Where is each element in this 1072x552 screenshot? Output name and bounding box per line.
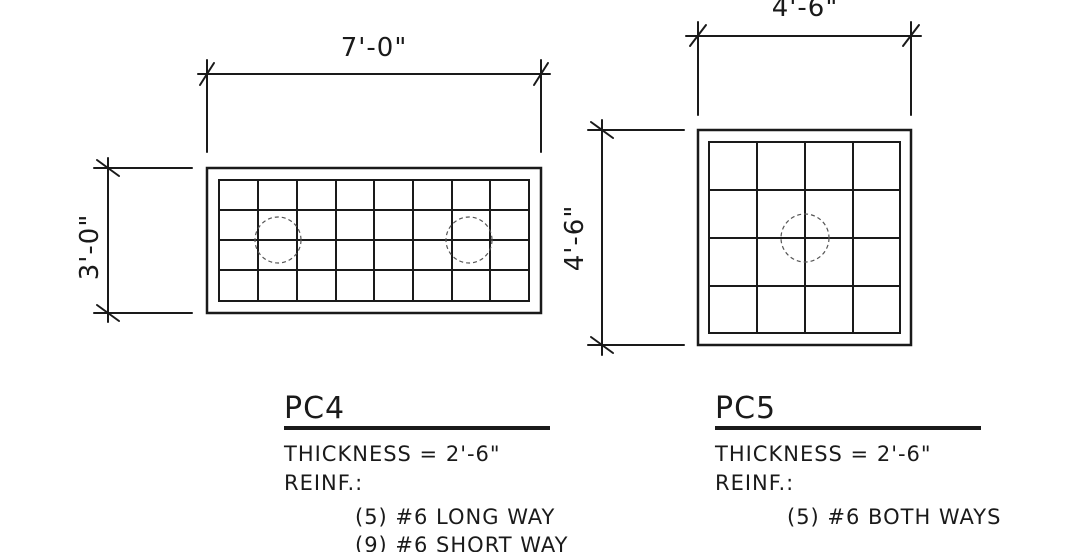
pc4-reinf-label: REINF.:: [284, 471, 363, 495]
pc4-thickness: THICKNESS = 2'-6": [283, 442, 501, 466]
pc4-pile-right: [445, 216, 493, 264]
pc5-title: PC5: [715, 391, 776, 426]
pc5-width-label: 4'-6": [772, 0, 839, 23]
pc5-pile-center: [780, 213, 830, 263]
pc5-height-dimension: 4'-6": [560, 119, 685, 356]
pc5-reinf-both: (5) #6 BOTH WAYS: [787, 505, 1001, 529]
pc5-width-dimension: 4'-6": [685, 0, 922, 116]
pc4-pile-cap: 7'-0" 3'-0": [75, 33, 568, 552]
pc5-thickness: THICKNESS = 2'-6": [714, 442, 932, 466]
pc4-outline: [205, 166, 543, 315]
pc5-height-label: 4'-6": [560, 205, 590, 272]
pc4-rebar-grid: [219, 180, 529, 301]
pc4-pile-left: [254, 216, 302, 264]
pc4-height-dimension: 3'-0": [75, 157, 193, 323]
pc4-height-label: 3'-0": [75, 214, 105, 281]
pc4-reinf-short: (9) #6 SHORT WAY: [355, 533, 568, 552]
pc5-outline: [696, 128, 913, 347]
pc4-reinf-long: (5) #6 LONG WAY: [355, 505, 555, 529]
pc5-pile-cap: 4'-6" 4'-6" PC5 THICKNESS = 2'-6": [560, 0, 1001, 529]
pc4-title: PC4: [284, 391, 345, 426]
pc4-width-dimension: 7'-0": [197, 33, 551, 153]
pc5-rebar-grid: [709, 142, 900, 333]
pc4-width-label: 7'-0": [341, 33, 408, 63]
pc5-reinf-label: REINF.:: [715, 471, 794, 495]
